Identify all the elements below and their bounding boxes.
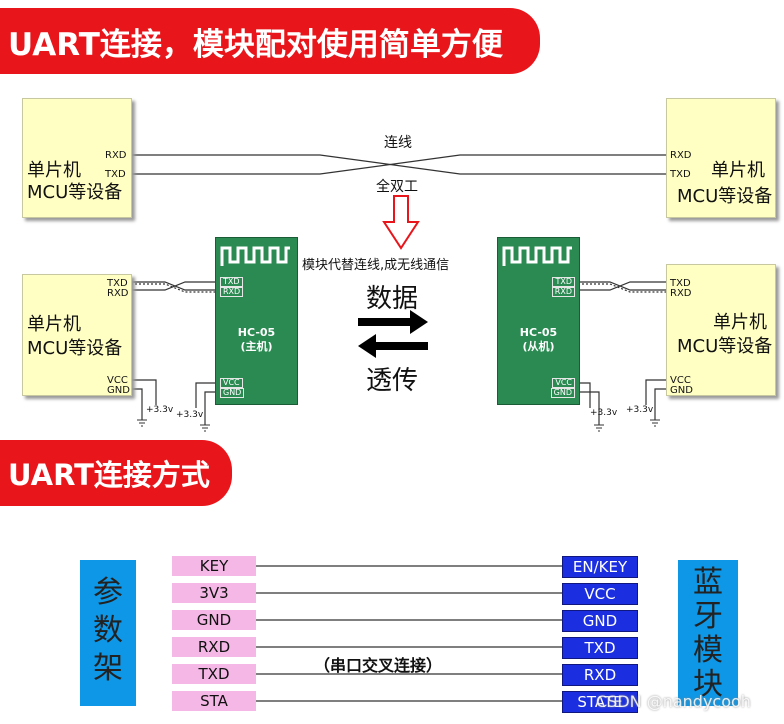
module-role: (主机) xyxy=(240,340,273,353)
banner-uart: UART连接方式 xyxy=(0,440,232,506)
mcu-line1: 单片机 xyxy=(713,312,767,333)
left-pin-gnd: GND xyxy=(172,610,256,630)
pin-txd: TXD xyxy=(670,169,691,180)
pin-txd: TXD xyxy=(220,277,243,287)
left-arrow-icon xyxy=(358,334,428,358)
transparent-label: 透传 xyxy=(366,366,419,396)
pin-rxd: RXD xyxy=(670,288,692,299)
pin-txd: TXD xyxy=(552,277,575,287)
volt-label: +3.3v xyxy=(626,405,654,415)
duplex-label: 全双工 xyxy=(376,179,418,195)
pin-gnd: GND xyxy=(107,385,130,396)
left-pin-sta: STA xyxy=(172,691,256,711)
pin-rxd: RXD xyxy=(107,288,129,299)
volt-label: +3.3v xyxy=(176,410,204,420)
left-pin-key: KEY xyxy=(172,556,256,576)
pin-rxd: RXD xyxy=(551,287,575,297)
pin-rxd: RXD xyxy=(670,150,692,161)
mcu-line1: 单片机 xyxy=(27,314,81,335)
right-pin-vcc: VCC xyxy=(562,583,638,605)
hc05-master-module: TXD RXD HC-05 (主机) VCC GND xyxy=(215,237,298,405)
watermark: CSDN @nandycooh xyxy=(596,692,751,711)
module-name: HC-05 xyxy=(519,326,558,339)
left-pin-3v3: 3V3 xyxy=(172,583,256,603)
banner-top-text: UART连接，模块配对使用简单方便 xyxy=(8,26,503,63)
pin-vcc: VCC xyxy=(670,375,691,386)
right-pin-enkey: EN/KEY xyxy=(562,556,638,578)
cross-note: （串口交叉连接） xyxy=(314,656,443,675)
data-label: 数据 xyxy=(366,284,419,314)
right-side-tag: 蓝 牙 模 块 xyxy=(678,560,738,706)
mcu-line2: MCU等设备 xyxy=(677,336,773,357)
mcu-line2: MCU等设备 xyxy=(27,182,123,203)
mcu-line1: 单片机 xyxy=(711,160,765,181)
right-arrow-icon xyxy=(358,310,428,334)
right-pin-rxd: RXD xyxy=(562,664,638,686)
module-name: HC-05 xyxy=(237,326,276,339)
pin-gnd: GND xyxy=(550,388,575,398)
pin-vcc: VCC xyxy=(220,378,243,388)
pin-txd: TXD xyxy=(107,278,128,289)
down-arrow-icon xyxy=(382,195,420,250)
mcu-line1: 单片机 xyxy=(27,160,81,181)
pin-txd: TXD xyxy=(105,169,126,180)
hc05-slave-module: TXD RXD HC-05 (从机) VCC GND xyxy=(497,237,580,405)
module-role: (从机) xyxy=(522,340,555,353)
pin-vcc: VCC xyxy=(107,375,128,386)
right-pin-txd: TXD xyxy=(562,637,638,659)
pin-txd: TXD xyxy=(670,278,691,289)
top-left-mcu: 单片机 MCU等设备 RXD TXD xyxy=(22,98,132,218)
pin-gnd: GND xyxy=(220,388,245,398)
banner-uart-text: UART连接方式 xyxy=(8,458,210,492)
mcu-line2: MCU等设备 xyxy=(27,338,123,359)
pin-vcc: VCC xyxy=(552,378,575,388)
volt-label: +3.3v xyxy=(590,408,618,418)
left-pin-txd: TXD xyxy=(172,664,256,684)
left-pin-rxd: RXD xyxy=(172,637,256,657)
antenna-icon xyxy=(220,246,290,266)
pin-rxd: RXD xyxy=(220,287,244,297)
pin-rxd: RXD xyxy=(105,150,127,161)
right-pin-gnd: GND xyxy=(562,610,638,632)
banner-top: UART连接，模块配对使用简单方便 xyxy=(0,8,540,74)
antenna-icon xyxy=(502,246,572,266)
mcu-line2: MCU等设备 xyxy=(677,186,773,207)
right-pin-state: STATE xyxy=(562,691,638,713)
replace-text: 模块代替连线,成无线通信 xyxy=(302,258,450,273)
line-label: 连线 xyxy=(384,135,412,151)
volt-label: +3.3v xyxy=(146,405,174,415)
left-side-tag: 参 数 架 xyxy=(80,560,136,706)
mid-left-mcu: 单片机 MCU等设备 TXD RXD VCC GND xyxy=(22,274,132,396)
top-right-mcu: 单片机 MCU等设备 RXD TXD xyxy=(666,98,776,218)
pin-gnd: GND xyxy=(670,385,693,396)
mid-right-mcu: 单片机 MCU等设备 TXD RXD VCC GND xyxy=(666,264,776,396)
